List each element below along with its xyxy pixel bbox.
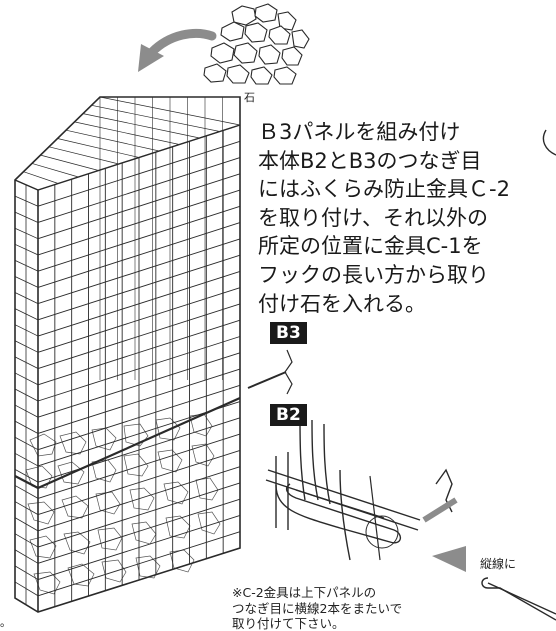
cage-wire xyxy=(37,189,241,256)
cage-wire xyxy=(37,287,241,353)
cage-wire xyxy=(14,517,39,532)
hook-wire-icon xyxy=(481,129,556,621)
cage-wire xyxy=(40,154,99,171)
cage-wire xyxy=(65,129,160,152)
cage-wire xyxy=(91,104,220,132)
instruction-line: にはふくらみ防止金具Ｃ-2 xyxy=(258,177,510,202)
cage-wire xyxy=(14,211,39,223)
cage-wire xyxy=(37,336,241,402)
cage-wire xyxy=(37,482,241,548)
cage-wire xyxy=(14,292,39,304)
cage-wire xyxy=(14,227,39,240)
gabion-cage-icon xyxy=(14,96,241,613)
cage-wire xyxy=(37,449,241,516)
note-line: つなぎ目に横線2本をまたいで xyxy=(232,600,403,616)
cage-wire xyxy=(31,163,79,178)
cage-wire xyxy=(14,549,39,564)
cage-wire xyxy=(14,485,39,499)
cage-wire xyxy=(14,404,39,418)
instruction-line: 付け石を入れる。 xyxy=(258,291,426,316)
cage-wire xyxy=(37,254,241,321)
cage-wire xyxy=(14,324,39,337)
cage-wire xyxy=(37,270,241,337)
cage-wire xyxy=(14,469,39,483)
cage-wire xyxy=(14,436,39,451)
stone-label: 石 xyxy=(244,91,255,104)
cage-wire xyxy=(14,581,39,597)
cage-wire xyxy=(14,372,39,386)
cage-wire xyxy=(14,243,39,256)
cage-wire xyxy=(14,276,39,288)
instruction-line: 本体B2とB3のつなぎ目 xyxy=(258,148,482,173)
cage-wire xyxy=(74,121,180,145)
note-line: ※C-2金具は上下パネルの xyxy=(232,585,377,600)
cage-wire xyxy=(14,565,39,580)
clip-note: ※C-2金具は上下パネルの つなぎ目に横線2本をまたいで 取り付けて下さい。 xyxy=(232,585,492,631)
cage-wire xyxy=(82,113,200,139)
cage-wire xyxy=(14,356,39,369)
note-line: 取り付けて下さい。 xyxy=(232,616,345,631)
cage-wire xyxy=(14,501,39,515)
cage-wire xyxy=(14,452,39,467)
cage-wire xyxy=(37,140,241,207)
curved-arrow-icon xyxy=(138,28,217,72)
cage-wire xyxy=(14,195,39,207)
cage-wire xyxy=(37,466,241,532)
stone-pile-icon xyxy=(203,3,310,85)
cage-wire xyxy=(14,260,39,272)
cage-wire xyxy=(48,146,119,165)
instruction-line: を取り付け、それ以外の xyxy=(258,205,488,230)
cage-wire xyxy=(14,340,39,353)
tag-pointer-lines xyxy=(247,349,293,395)
cage-wire xyxy=(14,533,39,548)
cage-wire xyxy=(37,157,241,223)
cage-wire xyxy=(37,515,241,580)
cage-wire xyxy=(37,433,241,499)
cage-wire xyxy=(37,384,241,451)
cage-wire xyxy=(14,420,39,434)
cage-wire xyxy=(37,319,241,386)
vertical-wire-label: 縦線に xyxy=(480,557,517,571)
panel-b3-tag: B3 xyxy=(270,322,307,344)
panel-b2-tag: B2 xyxy=(270,404,307,426)
cage-wire xyxy=(37,303,241,369)
clip-detail-icon xyxy=(265,417,458,561)
instruction-line: 所定の位置に金具C-1を xyxy=(258,234,483,259)
cage-wire xyxy=(14,388,39,402)
cage-wire xyxy=(37,205,241,272)
cage-wire xyxy=(37,352,241,418)
cage-wire xyxy=(14,308,39,321)
instruction-line: Ｂ3パネルを組み付け xyxy=(258,120,461,144)
instruction-text: Ｂ3パネルを組み付け 本体B2とB3のつなぎ目 にはふくらみ防止金具Ｃ-2 を取… xyxy=(258,118,556,318)
corner-mark: 。 xyxy=(0,616,11,629)
instruction-line: フックの長い方から取り xyxy=(258,262,489,287)
cage-wire xyxy=(23,171,59,184)
cage-wire xyxy=(37,417,241,483)
cage-wire xyxy=(57,138,140,158)
cage-wire xyxy=(37,368,241,434)
cage-wire xyxy=(37,498,241,564)
cage-wire xyxy=(37,238,241,305)
cage-wire xyxy=(37,222,241,288)
pointer-arrow-icon xyxy=(432,546,466,572)
cage-wire xyxy=(37,531,241,597)
cage-wire xyxy=(37,173,241,240)
